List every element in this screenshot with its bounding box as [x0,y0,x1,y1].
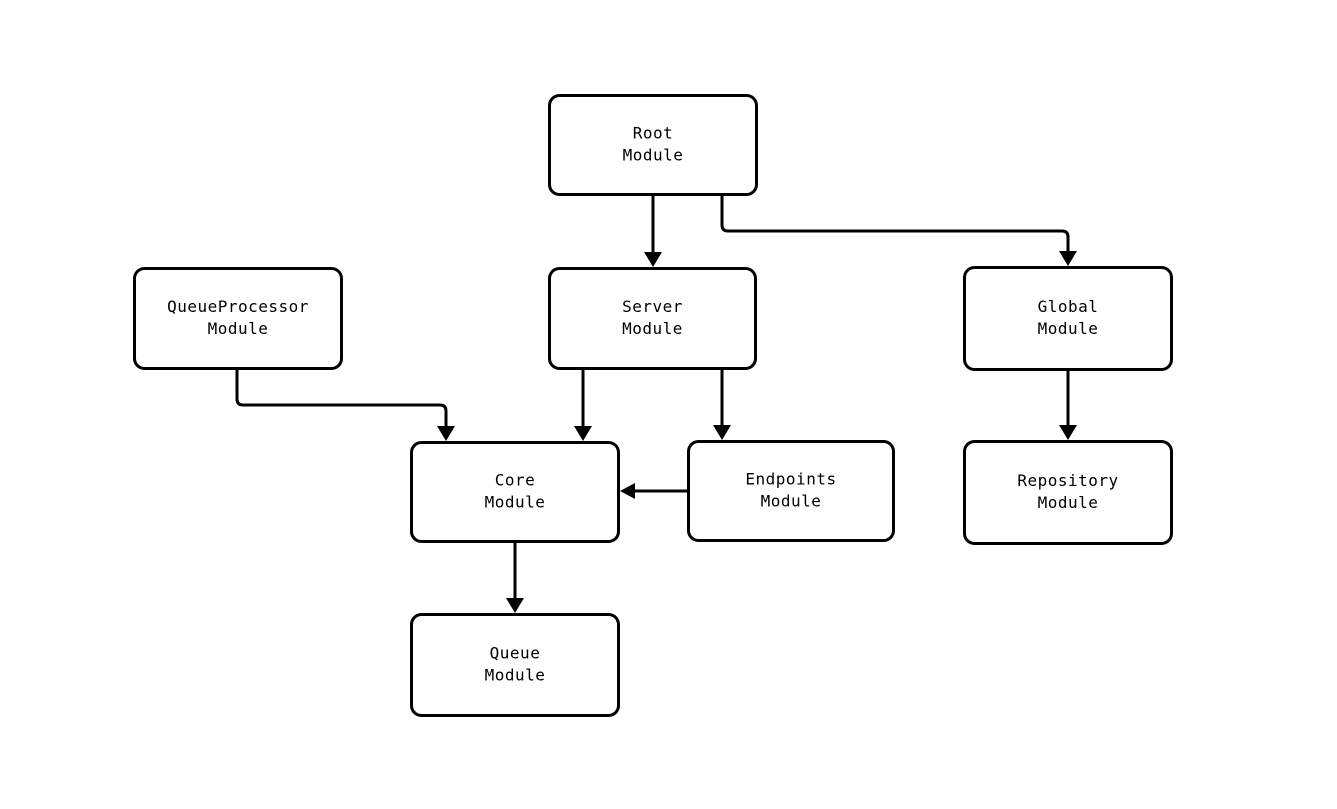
node-box[interactable] [548,94,758,196]
node-box[interactable] [548,267,757,370]
node-label-line1: QueueProcessor [167,297,309,316]
arrowhead-icon [620,483,635,499]
node-label-line1: Endpoints [745,470,836,489]
node-label-line2: Module [761,492,822,511]
edge-line [235,370,448,426]
edge-global-to-repository [1059,371,1077,440]
node-box[interactable] [410,441,620,543]
node-label-line2: Module [623,146,684,165]
node-label-line2: Module [1038,319,1099,338]
edge-core-to-queue [506,543,524,613]
arrowhead-icon [506,598,524,613]
arrowhead-icon [574,426,592,441]
edge-queueprocessor-to-core [235,370,455,441]
nodes-layer: RootModuleQueueProcessorModuleServerModu… [133,94,1173,717]
node-label-line1: Root [633,124,674,143]
node-box[interactable] [133,267,343,370]
arrowhead-icon [437,426,455,441]
node-box[interactable] [963,266,1173,371]
node-label-line2: Module [622,319,683,338]
node-label-line2: Module [1038,493,1099,512]
node-label-line1: Core [495,471,536,490]
edge-server-to-core [574,370,592,441]
edges-layer [235,196,1077,613]
node-box[interactable] [410,613,620,717]
node-label-line1: Queue [490,644,541,663]
node-box[interactable] [687,440,895,542]
edge-endpoints-to-core [620,483,687,499]
node-label-line1: Repository [1017,471,1118,490]
node-box[interactable] [963,440,1173,545]
node-label-line2: Module [485,666,546,685]
node-label-line2: Module [485,493,546,512]
node-label-line1: Global [1038,297,1099,316]
edge-server-to-endpoints [713,370,731,440]
arrowhead-icon [1059,425,1077,440]
edge-root-to-server [644,196,662,267]
arrowhead-icon [1059,251,1077,266]
node-label-line1: Server [622,297,683,316]
node-label-line2: Module [208,319,269,338]
arrowhead-icon [644,252,662,267]
arrowhead-icon [713,425,731,440]
edge-line [720,196,1070,251]
edge-root-to-global [720,196,1077,266]
